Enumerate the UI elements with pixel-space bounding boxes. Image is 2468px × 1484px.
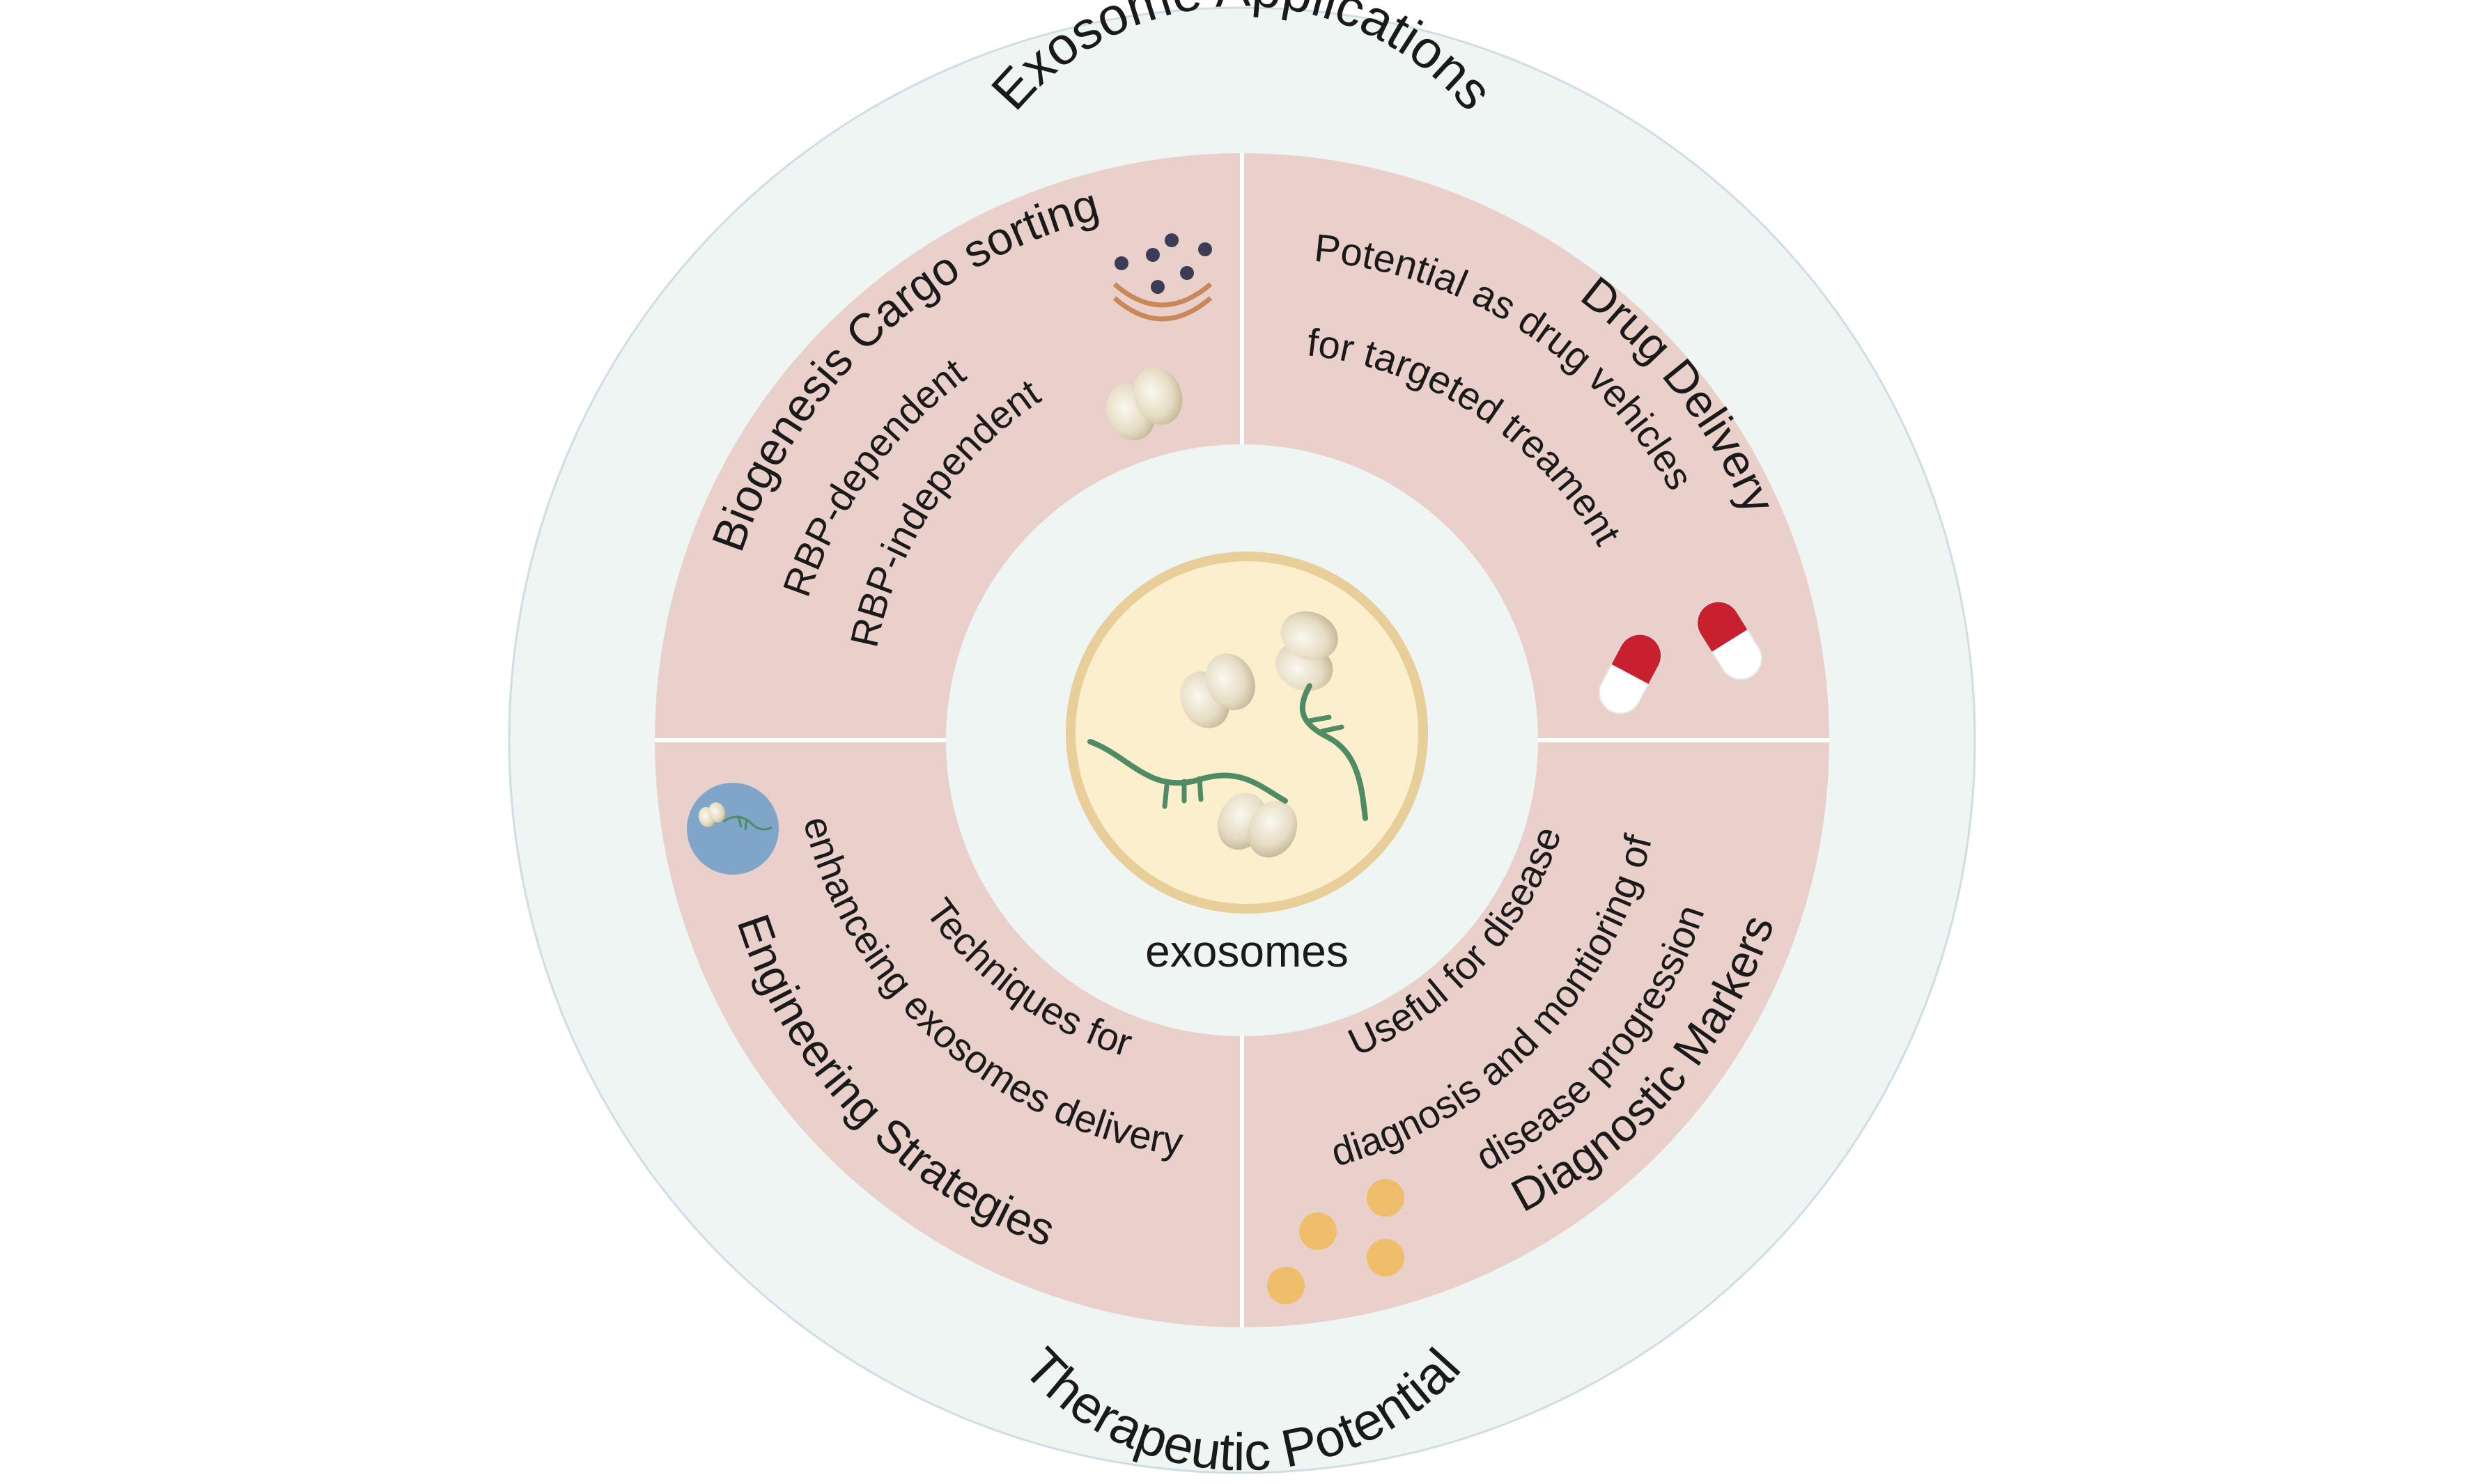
vesicle-budding-icon — [1112, 233, 1213, 322]
center-label: exosomes — [1145, 926, 1349, 976]
exosome-icon — [1066, 552, 1428, 914]
biomarker-dots-icon — [1267, 1179, 1404, 1304]
engineered-cell-icon — [687, 783, 779, 875]
